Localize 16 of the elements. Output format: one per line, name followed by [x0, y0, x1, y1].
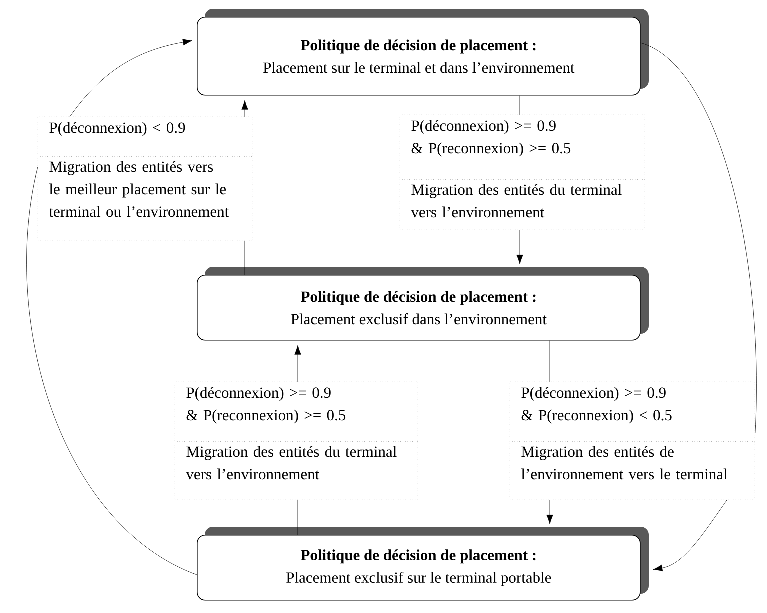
connector-line [640, 42, 757, 434]
state-box: Politique de décision de placement : Placement exclusif dans l’environnement [197, 267, 649, 341]
transition-box: P(déconnexion) >= 0.9 & P(reconnexion) < 0.5 Migration des entités de l’environnement vers le terminal [510, 382, 756, 500]
connector-line [244, 241, 246, 276]
transition-box: P(déconnexion) < 0.9 Migration des entités vers le meilleur placement sur le terminal ou l’environnement [38, 117, 254, 242]
state-box: Politique de décision de placement : Placement exclusif sur le terminal portable [197, 527, 649, 601]
arrow [653, 500, 728, 572]
arrow [70, 39, 192, 118]
arrow [546, 500, 554, 524]
connector-line [26, 166, 198, 576]
arrow [294, 345, 302, 382]
arrow [242, 100, 248, 118]
arrow [516, 230, 524, 264]
transition-box: P(déconnexion) >= 0.9 & P(reconnexion) >= 0.5 Migration des entités du terminal vers l’environnement [400, 115, 646, 230]
transition-box: P(déconnexion) >= 0.9 & P(reconnexion) >= 0.5 Migration des entités du terminal vers l’environnement [174, 382, 418, 500]
state-box: Politique de décision de placement : Placement sur le terminal et dans l’environnement [197, 9, 649, 96]
